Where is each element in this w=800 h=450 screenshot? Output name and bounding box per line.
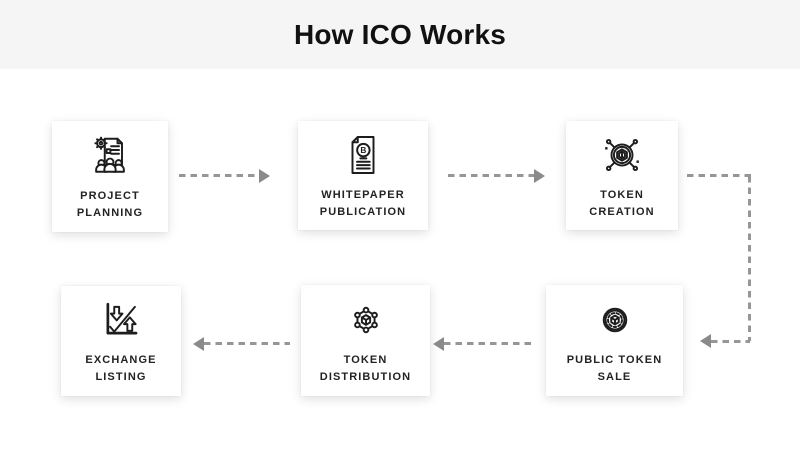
arrow-sale-to-distribution-head xyxy=(433,337,444,351)
arrow-whitepaper-to-creation-line xyxy=(448,174,534,177)
chart-arrows-icon xyxy=(97,296,145,344)
coin-cube-icon xyxy=(591,296,639,344)
step-card-whitepaper-publication: B WHITEPAPER PUBLICATION xyxy=(298,121,428,230)
arrow-creation-to-sale-bottom-segment xyxy=(711,340,750,343)
team-planning-document-gear-icon xyxy=(86,132,134,180)
step-label: TOKEN DISTRIBUTION xyxy=(319,353,412,383)
arrow-planning-to-whitepaper-head xyxy=(259,169,270,183)
step-label: PUBLIC TOKEN SALE xyxy=(566,353,663,383)
svg-text:B: B xyxy=(360,146,366,155)
arrow-distribution-to-listing-head xyxy=(193,337,204,351)
step-card-public-token-sale: PUBLIC TOKEN SALE xyxy=(546,285,683,396)
step-label: EXCHANGE LISTING xyxy=(85,354,157,383)
step-label: PROJECT PLANNING xyxy=(76,189,144,219)
header-band: How ICO Works xyxy=(0,0,800,69)
step-card-exchange-listing: EXCHANGE LISTING xyxy=(61,286,181,396)
arrow-creation-to-sale-top-segment xyxy=(687,174,751,177)
step-card-token-creation: TOKEN CREATION xyxy=(566,121,678,230)
arrow-creation-to-sale-vertical-segment xyxy=(748,176,751,341)
step-label: TOKEN CREATION xyxy=(589,188,655,218)
bitcoin-whitepaper-document-icon: B xyxy=(339,131,387,179)
arrow-whitepaper-to-creation-head xyxy=(534,169,545,183)
step-card-token-distribution: TOKEN DISTRIBUTION xyxy=(301,285,430,396)
step-label: WHITEPAPER PUBLICATION xyxy=(319,188,407,218)
network-cube-icon xyxy=(342,296,390,344)
arrow-creation-to-sale-head xyxy=(700,334,711,348)
arrow-sale-to-distribution-line xyxy=(444,342,531,345)
page-title: How ICO Works xyxy=(293,18,507,50)
arrow-planning-to-whitepaper-line xyxy=(179,174,259,177)
step-card-project-planning: PROJECT PLANNING xyxy=(52,121,168,232)
token-circuit-icon xyxy=(598,131,646,179)
arrow-distribution-to-listing-line xyxy=(204,342,290,345)
